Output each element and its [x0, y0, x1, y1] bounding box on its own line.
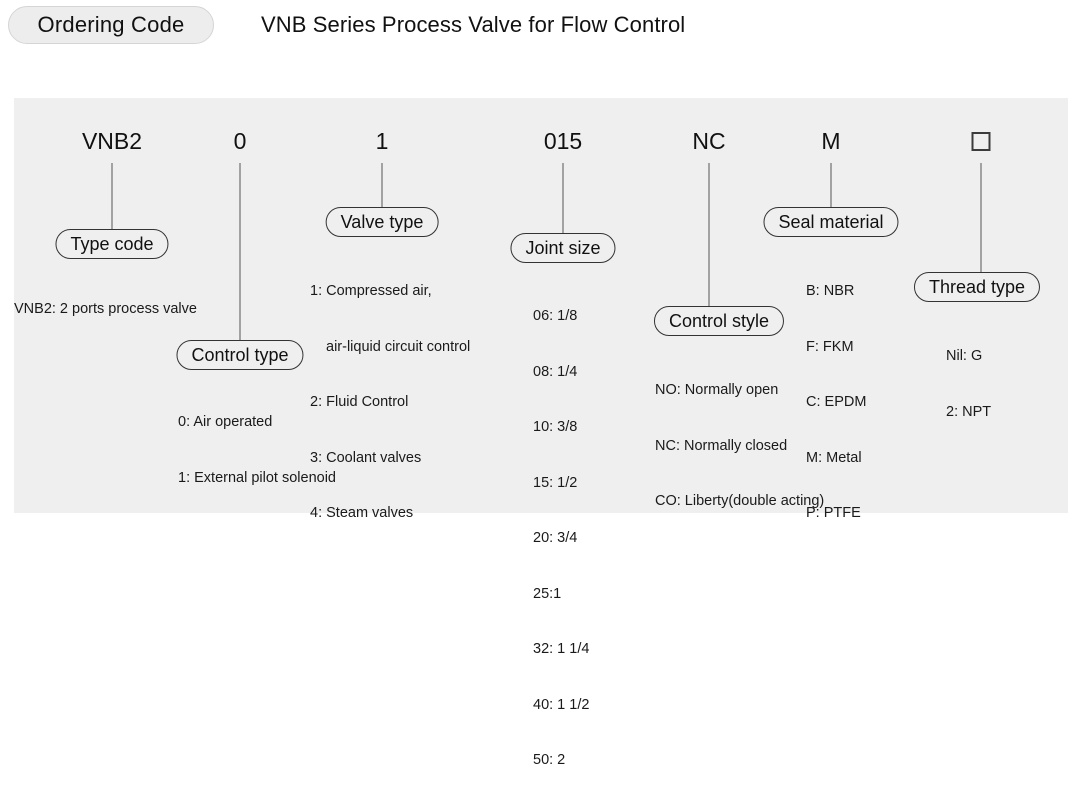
options-control-style: NO: Normally open NC: Normally closed CO…: [655, 344, 824, 529]
ordering-code-badge: Ordering Code: [8, 6, 214, 44]
option-item: 0: Air operated: [178, 414, 273, 430]
group-label-thread-type: Thread type: [913, 272, 1041, 302]
option-item: M: Metal: [806, 449, 862, 466]
code-segment-valve-type: 1: [375, 128, 389, 154]
option-item: VNB2: 2 ports process valve: [14, 301, 197, 317]
options-control-type: 0: Air operated 1: External pilot soleno…: [178, 376, 336, 506]
option-item: 50: 2: [533, 752, 566, 768]
group-label-joint-size: Joint size: [510, 233, 616, 263]
control-type-label-text: Control type: [191, 344, 289, 365]
option-item: NC: Normally closed: [655, 437, 788, 454]
option-item: C: EPDM: [806, 394, 867, 410]
code-segment-control-style: NC: [692, 128, 726, 154]
leader-line-control-style: [708, 163, 710, 306]
code-segment-joint-size: 015: [543, 128, 583, 154]
ordering-code-diagram: [14, 98, 1068, 513]
group-label-control-style: Control style: [653, 306, 785, 336]
empty-square-icon: [971, 132, 991, 151]
options-thread-type: Nil: G 2: NPT: [946, 310, 991, 440]
code-segment-control-type: 0: [233, 128, 247, 154]
option-item: 1: External pilot solenoid: [178, 469, 336, 486]
option-item: 08: 1/4: [533, 363, 578, 380]
joint-size-label-text: Joint size: [525, 237, 601, 258]
code-segment-thread-type: [971, 130, 991, 157]
ordering-code-label: Ordering Code: [37, 12, 185, 37]
option-item: air-liquid circuit control: [326, 338, 471, 355]
option-item: 32: 1 1/4: [533, 641, 590, 657]
leader-line-thread-type: [980, 163, 982, 272]
options-seal-material: B: NBR F: FKM C: EPDM M: Metal P: PTFE: [806, 245, 866, 541]
option-item: CO: Liberty(double acting): [655, 493, 825, 509]
option-item: 3: Coolant valves: [310, 449, 422, 466]
option-item: 1: Compressed air,: [310, 283, 432, 299]
options-type-code: VNB2: 2 ports process valve: [14, 263, 197, 337]
option-item: Nil: G: [946, 348, 983, 364]
option-item: 4: Steam valves: [310, 505, 414, 521]
group-label-seal-material: Seal material: [763, 207, 899, 237]
thread-type-label-text: Thread type: [928, 276, 1026, 297]
option-item: 2: Fluid Control: [310, 394, 409, 410]
leader-line-joint-size: [562, 163, 564, 233]
option-item: NO: Normally open: [655, 382, 779, 398]
group-label-type-code: Type code: [55, 229, 169, 259]
options-valve-type: 1: Compressed air, air-liquid circuit co…: [310, 245, 470, 541]
code-segment-seal-material: M: [821, 128, 841, 154]
option-item: 15: 1/2: [533, 474, 578, 491]
leader-line-control-type: [239, 163, 241, 340]
option-item: 2: NPT: [946, 403, 992, 420]
option-item: 06: 1/8: [533, 308, 578, 324]
option-item: 25:1: [533, 585, 562, 602]
seal-material-label-text: Seal material: [778, 211, 884, 232]
page-header: Ordering Code VNB Series Process Valve f…: [0, 0, 1080, 98]
leader-line-type-code: [111, 163, 113, 229]
group-label-valve-type: Valve type: [325, 207, 439, 237]
leader-line-seal-material: [830, 163, 832, 207]
option-item: B: NBR: [806, 283, 855, 299]
type-code-label-text: Type code: [70, 233, 154, 254]
code-segment-type-code: VNB2: [81, 128, 143, 154]
option-item: F: FKM: [806, 338, 854, 355]
option-item: 20: 3/4: [533, 530, 578, 546]
option-item: P: PTFE: [806, 505, 861, 521]
group-label-control-type: Control type: [176, 340, 304, 370]
leader-line-valve-type: [381, 163, 383, 207]
option-item: 40: 1 1/2: [533, 696, 590, 713]
valve-type-label-text: Valve type: [340, 211, 424, 232]
page-title: VNB Series Process Valve for Flow Contro…: [261, 12, 686, 37]
options-joint-size: 06: 1/8 08: 1/4 10: 3/8 15: 1/2 20: 3/4 …: [533, 270, 589, 788]
control-style-label-text: Control style: [668, 310, 770, 331]
option-item: 10: 3/8: [533, 419, 578, 435]
